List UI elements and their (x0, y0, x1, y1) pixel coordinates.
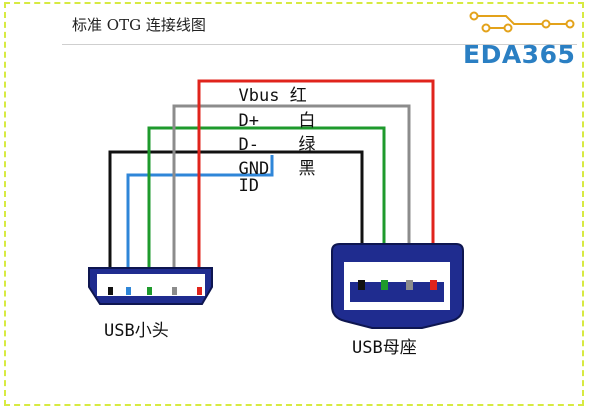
micro-usb-plug (88, 267, 213, 305)
wire-color-name: 绿 (298, 135, 316, 155)
pin-name: ID (238, 176, 259, 196)
wire-label-dplus: D+ 白 (218, 86, 315, 131)
wire-label-dminus: D- 绿 (218, 110, 315, 155)
usb-receptacle (331, 243, 464, 329)
pin-name: D+ (238, 111, 259, 131)
wire-gnd (108, 150, 364, 292)
receptacle-label: USB母座 (352, 338, 417, 358)
logo-text: EDA365 (463, 40, 576, 69)
wire-label-vbus: Vbus 红 (218, 61, 307, 106)
page-title: 标准 OTG 连接线图 (72, 16, 206, 34)
wire-label-id: ID (218, 156, 259, 196)
micro-plug-label: USB小头 (104, 321, 169, 341)
wire-label-gnd: GND 黑 (218, 134, 315, 179)
title-divider (62, 44, 577, 45)
pin-name: Vbus (238, 86, 280, 106)
wire-color-name: 白 (298, 111, 316, 131)
wire-color-name: 黑 (298, 159, 316, 179)
page-frame (4, 2, 584, 406)
wire-color-name: 红 (289, 86, 307, 106)
eda365-logo (469, 11, 575, 33)
wire-dminus (147, 126, 386, 292)
wire-vbus (197, 79, 435, 292)
pin-name: D- (238, 135, 259, 155)
wire-dplus (172, 104, 411, 292)
pin-name: GND (238, 159, 270, 179)
